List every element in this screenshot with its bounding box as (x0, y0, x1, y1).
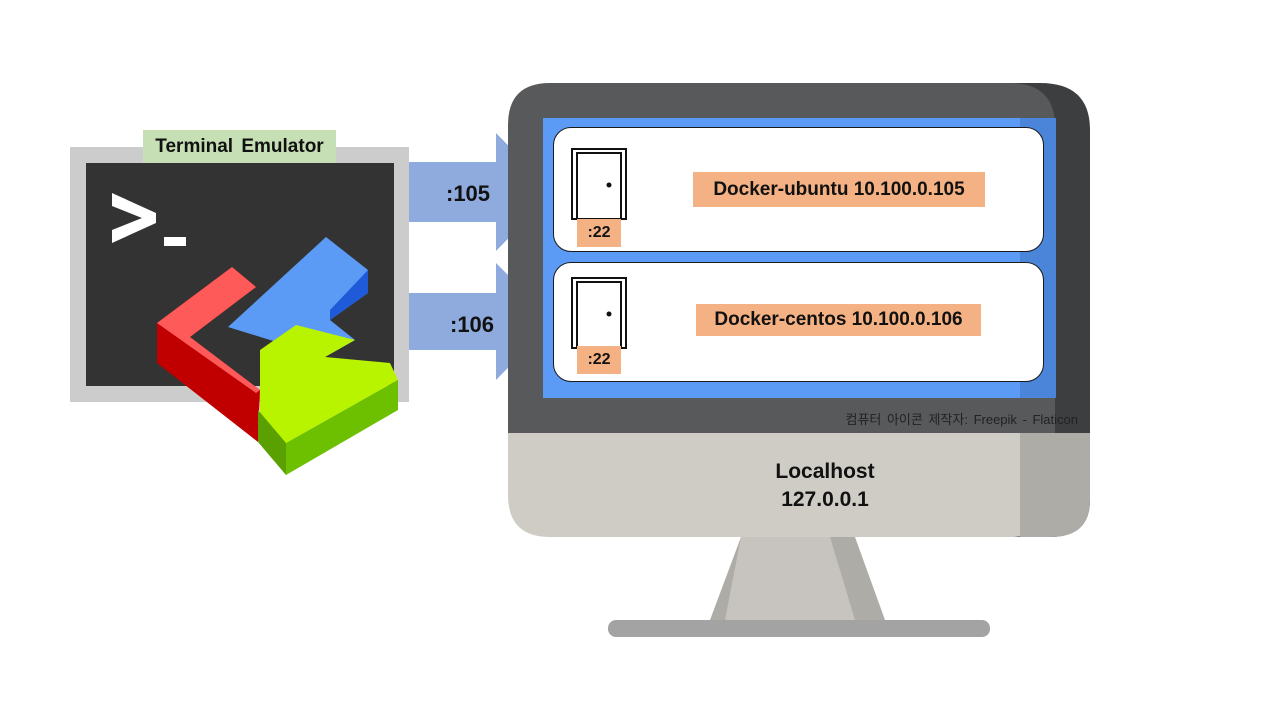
arrow-port-label-106: :106 (450, 312, 495, 337)
arrow-port-label-105: :105 (446, 181, 491, 206)
door-icon (571, 148, 627, 220)
terminal-prompt-icon (112, 193, 186, 246)
container-label-ubuntu: Docker-ubuntu 10.100.0.105 (693, 172, 985, 207)
door-icon (571, 277, 627, 349)
monitor-base (608, 620, 990, 637)
icon-credit-text: 컴퓨터 아이콘 제작자: Freepik - Flaticon (845, 412, 1078, 427)
host-name: Localhost (775, 460, 875, 483)
container-label-centos: Docker-centos 10.100.0.106 (696, 304, 981, 336)
port-badge-ubuntu: :22 (577, 219, 621, 247)
host-ip: 127.0.0.1 (781, 488, 869, 511)
terminal-emulator-logo (112, 193, 398, 475)
port-badge-centos: :22 (577, 346, 621, 374)
tetromino-logo-icon (157, 237, 398, 475)
terminal-emulator-label: Terminal Emulator (143, 130, 336, 163)
